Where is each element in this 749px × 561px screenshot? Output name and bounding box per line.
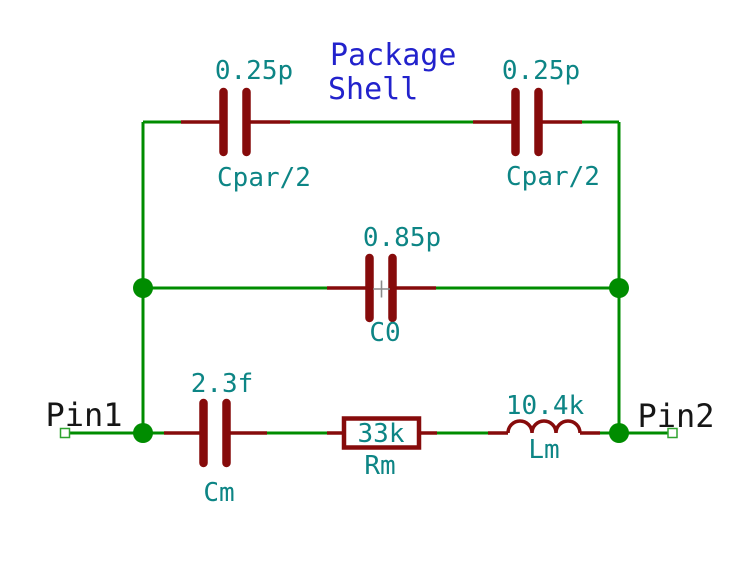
pin2-endpoint-square[interactable] [667,427,678,439]
capacitor-c0-symbol[interactable] [327,253,436,323]
lm-value-label[interactable]: 10.4k [506,391,585,421]
cm-ref-label[interactable]: Cm [203,478,234,508]
cpar-left-ref-label[interactable]: Cpar/2 [217,163,311,193]
c0-value-label[interactable]: 0.85p [363,223,441,253]
capacitor-cm-symbol[interactable] [164,398,267,468]
anchor-cross-icon [373,280,390,298]
capacitor-cpar-right-symbol[interactable] [473,87,582,157]
resistor-rm-symbol[interactable] [327,416,437,450]
cm-value-label[interactable]: 2.3f [191,369,254,399]
title-note-line1[interactable]: Package [330,38,456,73]
cpar-left-value-label[interactable]: 0.25p [215,56,293,86]
inductor-lm-symbol[interactable] [488,419,600,435]
cpar-right-value-label[interactable]: 0.25p [502,56,580,86]
junctions [133,278,629,443]
inductor-coils [506,419,582,434]
wires [70,120,668,435]
rm-ref-label[interactable]: Rm [364,451,395,481]
title-note-line2[interactable]: Shell [328,72,418,107]
pin1-name-label[interactable]: Pin1 [45,396,122,434]
junction-dot-mid-right[interactable] [609,278,629,298]
pin1-endpoint-square[interactable] [59,427,71,439]
junction-dot-bottom-left[interactable] [133,423,153,443]
c0-ref-label[interactable]: C0 [369,318,400,348]
junction-dot-bottom-right[interactable] [609,423,629,443]
resistor-body [341,416,422,450]
rm-value-label[interactable]: 33k [358,419,405,449]
cpar-right-ref-label[interactable]: Cpar/2 [506,162,600,192]
capacitor-cpar-left-symbol[interactable] [181,87,290,157]
pin2-name-label[interactable]: Pin2 [637,397,714,435]
lm-ref-label[interactable]: Lm [528,435,559,465]
junction-dot-mid-left[interactable] [133,278,153,298]
